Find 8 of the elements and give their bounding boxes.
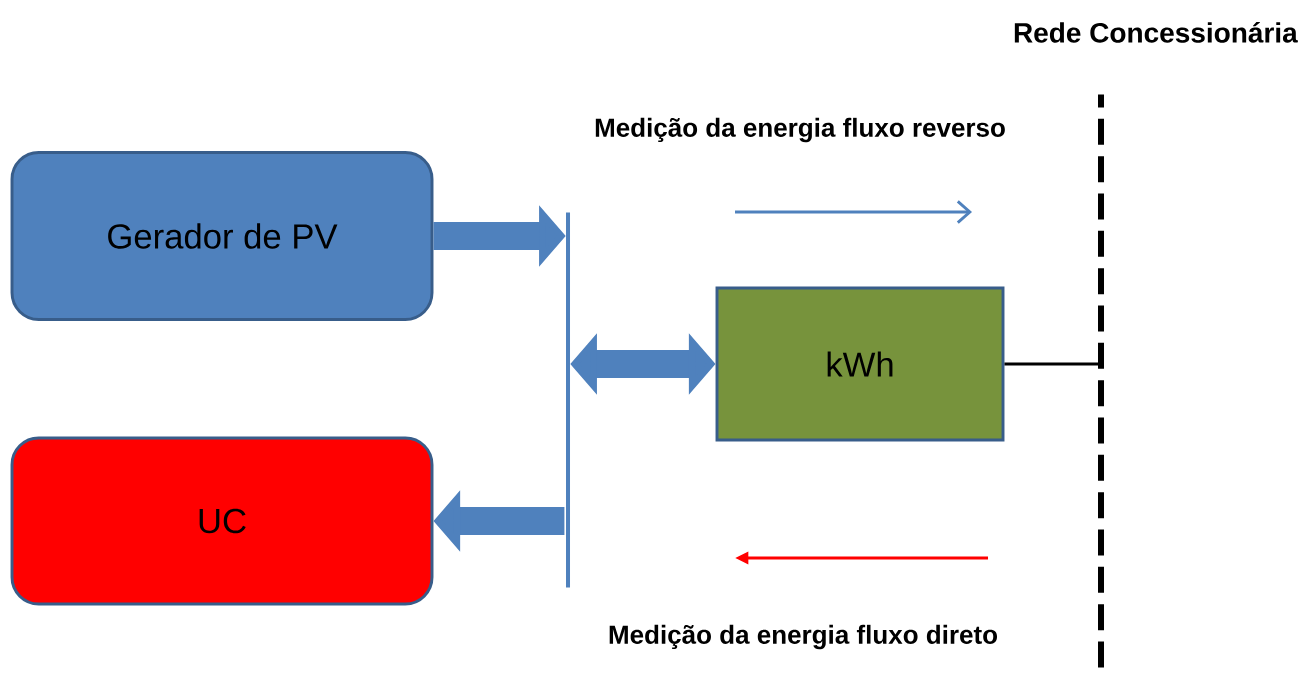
connector-line bbox=[1004, 362, 1101, 366]
process-box: UC bbox=[10, 436, 434, 606]
caption-text: Medição da energia fluxo reverso bbox=[595, 117, 1005, 143]
meter-box: kWh bbox=[715, 286, 1005, 442]
process-box: Gerador de PV bbox=[10, 151, 434, 321]
grid-boundary: Rede Concessionária bbox=[1014, 21, 1298, 671]
caption-text: Medição da energia fluxo direto bbox=[609, 624, 997, 650]
bus-bar bbox=[566, 212, 570, 588]
